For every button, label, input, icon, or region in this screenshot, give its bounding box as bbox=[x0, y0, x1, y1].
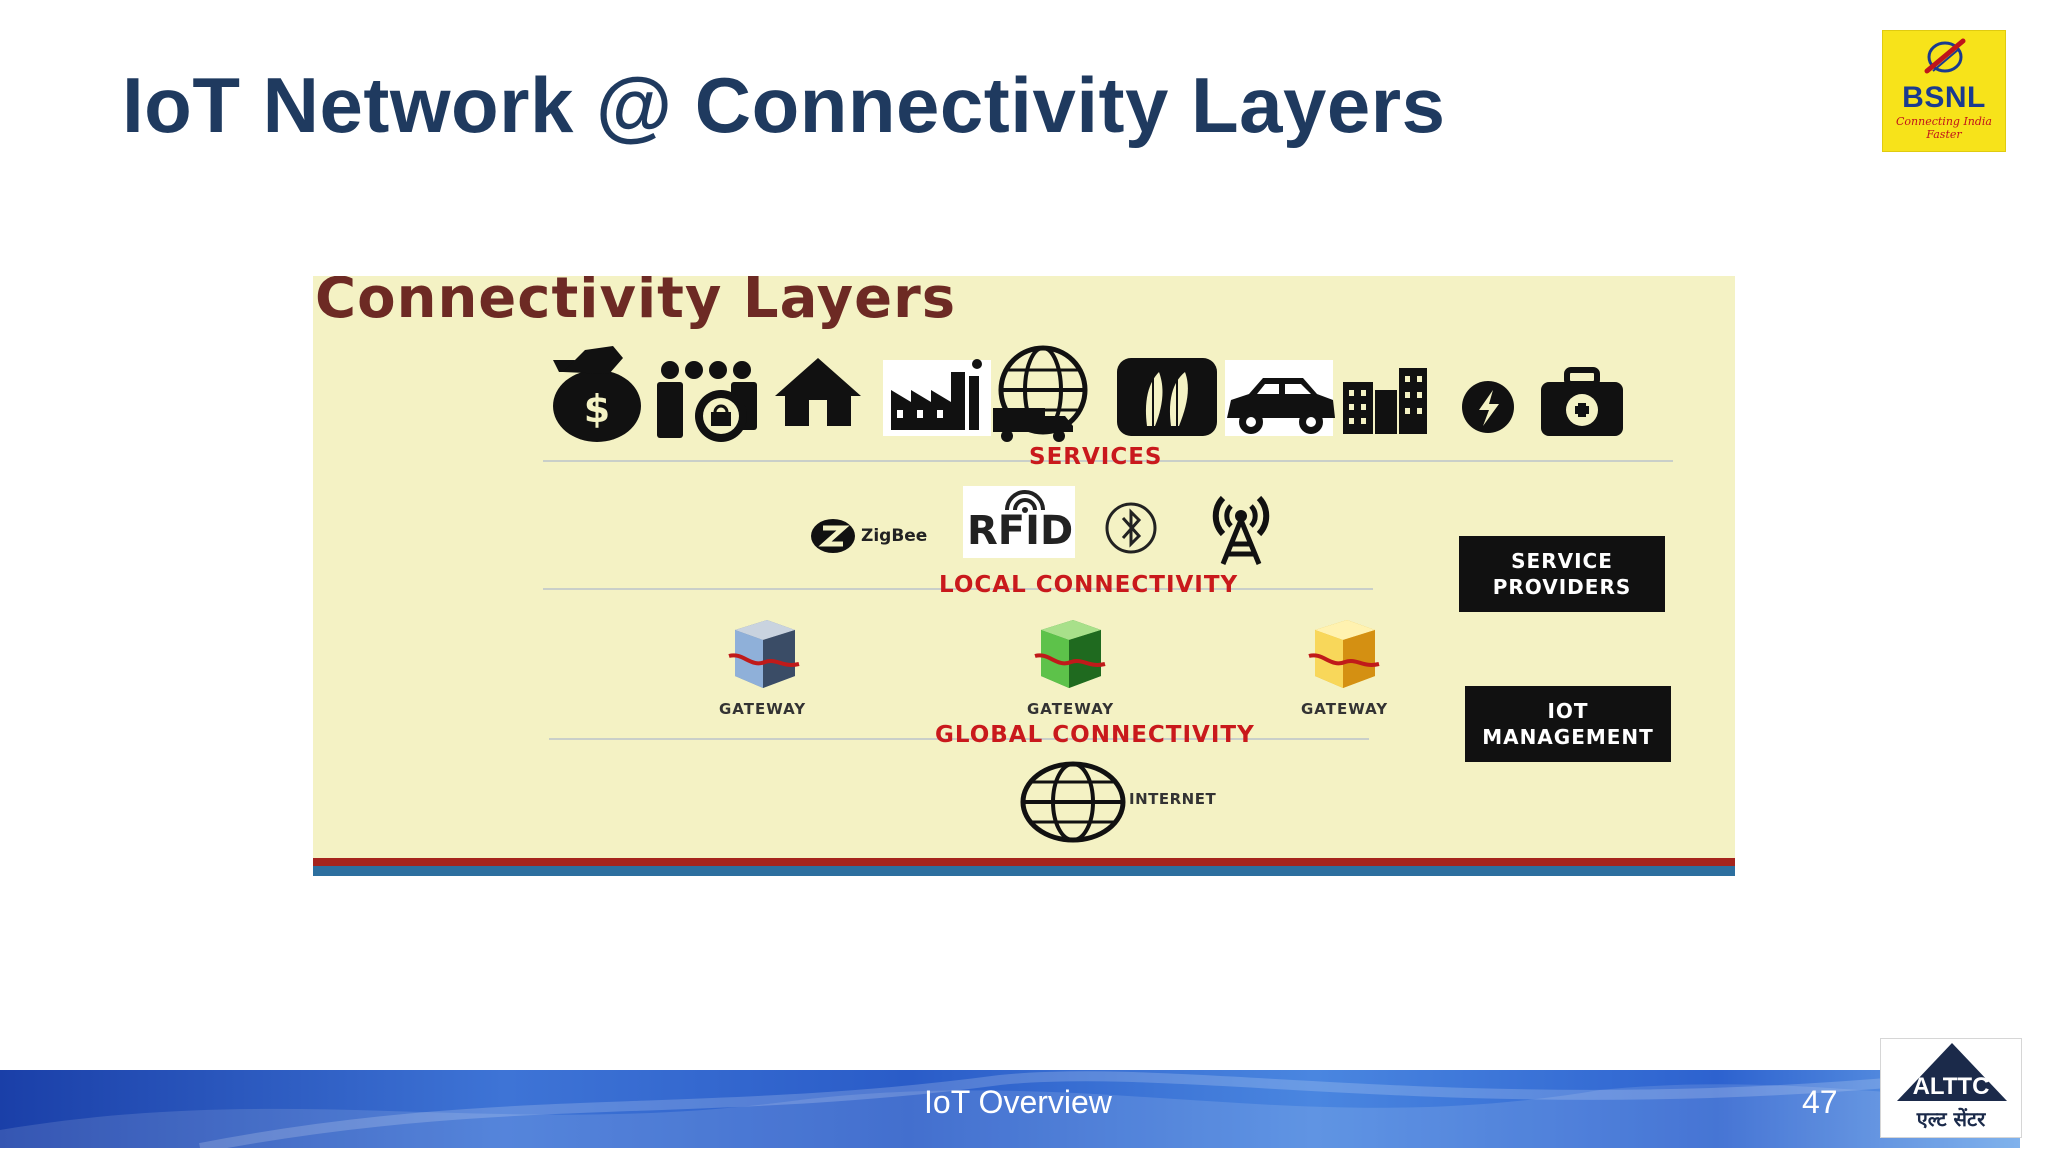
bsnl-swoosh-icon bbox=[1924, 38, 1966, 74]
services-label: SERVICES bbox=[1029, 444, 1163, 470]
energy-icon bbox=[1462, 381, 1514, 433]
gateway-icon-green bbox=[1034, 620, 1106, 688]
bsnl-logo: BSNL Connecting India Faster bbox=[1882, 30, 2006, 152]
rfid-label: RFID bbox=[967, 508, 1074, 554]
service-providers-box: SERVICE PROVIDERS bbox=[1459, 536, 1665, 612]
gateway-icon-blue bbox=[728, 620, 800, 688]
money-bag-icon: $ bbox=[553, 346, 641, 442]
alttc-hindi-text: एल्ट सेंटर bbox=[1916, 1107, 1986, 1131]
gateway-label-1: GATEWAY bbox=[719, 700, 807, 718]
buildings-icon bbox=[1343, 368, 1427, 434]
figure-heading: Connectivity Layers bbox=[315, 276, 957, 331]
local-divider bbox=[543, 588, 1373, 590]
bsnl-wordmark: BSNL bbox=[1902, 81, 1986, 114]
footer-text: IoT Overview bbox=[924, 1084, 1112, 1120]
car-icon bbox=[1225, 360, 1335, 436]
iot-management-line-1: IOT bbox=[1547, 699, 1589, 723]
service-icons-row: $ bbox=[553, 345, 1623, 442]
people-lock-icon bbox=[657, 361, 757, 442]
iot-management-box: IOT MANAGEMENT bbox=[1465, 686, 1671, 762]
service-providers-line-2: PROVIDERS bbox=[1492, 575, 1632, 599]
iot-management-line-2: MANAGEMENT bbox=[1482, 725, 1654, 749]
internet-label: INTERNET bbox=[1129, 790, 1217, 808]
service-providers-line-1: SERVICE bbox=[1511, 549, 1613, 573]
figure-bottom-red-bar bbox=[313, 858, 1735, 866]
rfid-waves-icon bbox=[1005, 490, 1045, 513]
connectivity-layers-figure: Connectivity Layers $ bbox=[313, 276, 1735, 876]
bsnl-tagline: Connecting India Faster bbox=[1896, 115, 1992, 141]
alttc-triangle-icon bbox=[1897, 1043, 2007, 1101]
figure-bottom-blue-bar bbox=[313, 866, 1735, 876]
bluetooth-icon bbox=[1105, 502, 1157, 554]
agriculture-icon bbox=[1117, 358, 1217, 436]
global-divider bbox=[549, 738, 1369, 740]
home-icon bbox=[775, 358, 861, 426]
alttc-logo: ALTTC एल्ट सेंटर bbox=[1880, 1038, 2022, 1138]
footer-bar: IoT Overview 47 bbox=[0, 1070, 2020, 1148]
globe-truck-icon bbox=[993, 345, 1088, 442]
svg-text:$: $ bbox=[584, 387, 610, 431]
page-number: 47 bbox=[1802, 1084, 1838, 1120]
zigbee-label: ZigBee bbox=[861, 526, 928, 546]
alttc-wordmark: ALTTC bbox=[1912, 1073, 1990, 1100]
services-divider bbox=[543, 460, 1673, 462]
footer-sheen bbox=[0, 1070, 2020, 1148]
medical-kit-icon bbox=[1541, 367, 1623, 436]
factory-icon bbox=[883, 359, 991, 436]
gateway-label-2: GATEWAY bbox=[1027, 700, 1115, 718]
local-connectivity-label: LOCAL CONNECTIVITY bbox=[939, 572, 1239, 598]
global-connectivity-label: GLOBAL CONNECTIVITY bbox=[935, 722, 1255, 748]
cell-tower-icon bbox=[1212, 495, 1270, 565]
slide-title: IoT Network @ Connectivity Layers bbox=[122, 61, 1446, 149]
gateway-icon-yellow bbox=[1308, 620, 1380, 688]
rfid-tile: RFID bbox=[963, 486, 1075, 558]
gateway-label-3: GATEWAY bbox=[1301, 700, 1389, 718]
zigbee-icon bbox=[811, 519, 855, 553]
internet-globe-icon bbox=[1020, 761, 1126, 843]
